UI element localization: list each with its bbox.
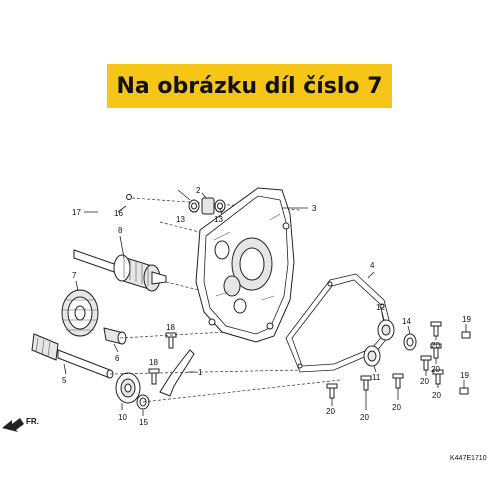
callout-18-a: 18 — [166, 323, 175, 332]
callout-2: 2 — [196, 186, 201, 195]
bearing-part-12 — [377, 319, 395, 341]
bolt-part-18-b — [148, 368, 160, 385]
callout-1: 1 — [198, 368, 203, 377]
callout-4: 4 — [370, 261, 375, 270]
bolt-part-20-a — [430, 321, 442, 337]
bolt-part-19-b — [459, 387, 469, 395]
callout-20-b: 20 — [431, 365, 440, 374]
callout-14: 14 — [402, 317, 411, 326]
front-direction-arrow — [2, 418, 24, 432]
callout-15: 15 — [139, 418, 148, 427]
callout-20-c: 20 — [420, 377, 429, 386]
part-number-banner: Na obrázku díl číslo 7 — [107, 64, 392, 108]
callout-17: 17 — [72, 208, 81, 217]
ring-part-13-a — [188, 199, 200, 213]
callout-20-f: 20 — [326, 407, 335, 416]
bolt-part-20-c — [420, 355, 432, 371]
bearing-part-11 — [363, 345, 381, 367]
ring-part-13-b — [214, 199, 226, 213]
callout-18-b: 18 — [149, 358, 158, 367]
seal-part-14 — [403, 333, 417, 351]
collar-part-2 — [201, 197, 215, 215]
pinion-part-6 — [103, 327, 127, 345]
callout-10: 10 — [118, 413, 127, 422]
bolt-part-20-e — [360, 375, 372, 391]
hose-part-17 — [97, 194, 132, 227]
transmission-case-part-3 — [195, 187, 295, 343]
callout-19-b: 19 — [460, 371, 469, 380]
bolt-part-19-a — [461, 331, 471, 339]
gear-part-7 — [61, 289, 99, 337]
shaft-part-8 — [73, 249, 167, 292]
callout-8: 8 — [118, 226, 123, 235]
bracket-part-1 — [159, 349, 195, 397]
callout-3: 3 — [312, 204, 317, 213]
diagram-code: K447E1710 — [450, 455, 487, 462]
callout-12: 12 — [376, 303, 385, 312]
callout-20-d: 20 — [392, 403, 401, 412]
callout-6: 6 — [115, 354, 120, 363]
callout-13-b: 13 — [214, 215, 223, 224]
bearing-part-10 — [115, 372, 141, 404]
bolt-part-20-f — [326, 383, 338, 399]
callout-20-g: 20 — [432, 391, 441, 400]
callout-20-a: 20 — [431, 341, 440, 350]
callout-11: 11 — [372, 373, 381, 382]
callout-19-a: 19 — [462, 315, 471, 324]
front-direction-label: FR. — [26, 417, 39, 426]
callout-7: 7 — [72, 271, 77, 280]
banner-text: Na obrázku díl číslo 7 — [116, 73, 383, 99]
callout-16: 16 — [114, 209, 123, 218]
callout-5: 5 — [62, 376, 67, 385]
bolt-part-20-d — [392, 373, 404, 389]
callout-13-a: 13 — [176, 215, 185, 224]
shaft-part-5 — [31, 333, 114, 379]
callout-20-e: 20 — [360, 413, 369, 422]
